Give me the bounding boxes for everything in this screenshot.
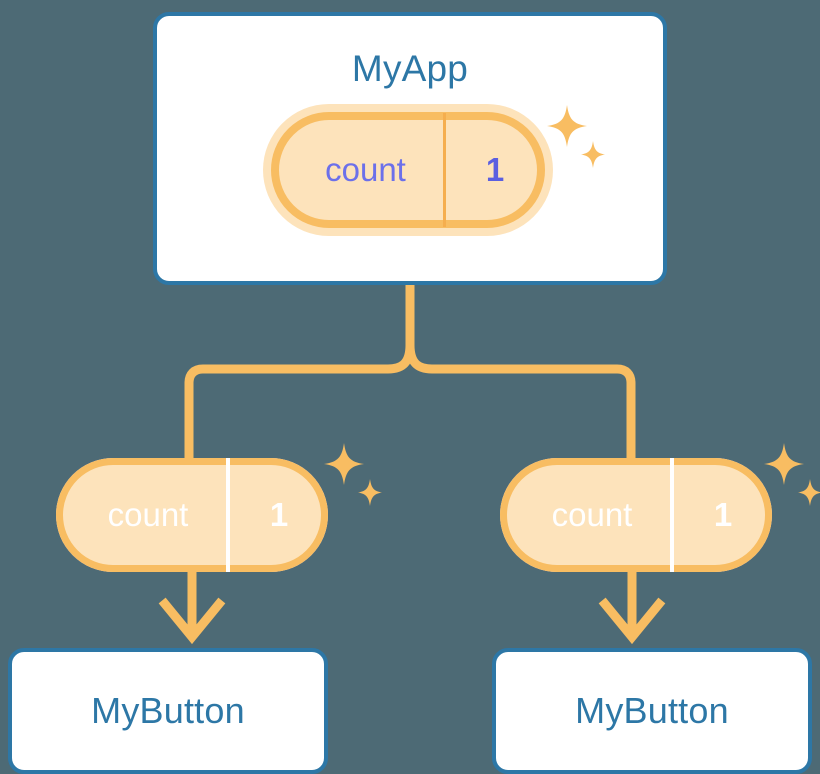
state-value-label: 1 [269, 496, 289, 533]
state-pill-root[interactable]: count 1 [263, 104, 553, 236]
component-label: MyButton [91, 690, 245, 731]
state-key-label: count [56, 458, 230, 572]
arrow-right [598, 572, 666, 645]
page-title: MyApp [351, 48, 469, 89]
arrow-left [158, 572, 226, 645]
component-card-mybutton-right[interactable]: MyButton [492, 648, 812, 774]
component-card-mybutton-left[interactable]: MyButton [8, 648, 328, 774]
connector-branch-left [184, 344, 415, 458]
sparkle-icon [324, 443, 382, 506]
connector-branch-right [405, 344, 636, 458]
state-pill-right[interactable]: count 1 [500, 458, 772, 572]
state-key-label: count [500, 458, 674, 572]
state-value-label: 1 [485, 151, 505, 188]
state-pill-left[interactable]: count 1 [56, 458, 328, 572]
state-key-label: count [272, 113, 446, 227]
component-label: MyButton [575, 690, 729, 731]
state-value-label: 1 [713, 496, 733, 533]
